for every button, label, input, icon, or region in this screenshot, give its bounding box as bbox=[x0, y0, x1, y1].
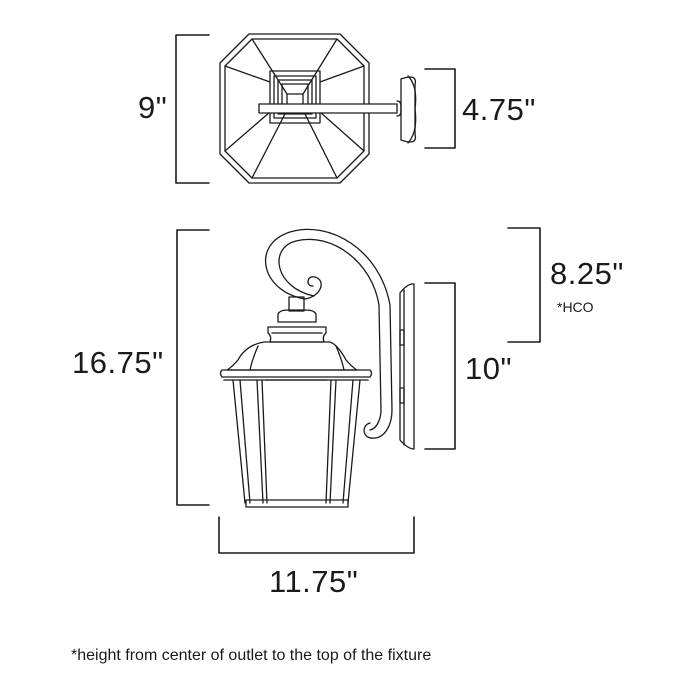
backplate-width-bracket bbox=[424, 68, 456, 149]
width-dimension-label: 11.75" bbox=[269, 564, 359, 599]
lantern-body bbox=[232, 379, 361, 504]
top-view-octagon bbox=[219, 33, 370, 184]
lantern-base bbox=[245, 499, 349, 508]
depth-bracket bbox=[175, 34, 210, 184]
side-view-backplate bbox=[399, 283, 415, 450]
top-view-backplate bbox=[400, 76, 417, 143]
width-bracket bbox=[218, 516, 415, 554]
height-dimension-label: 16.75" bbox=[72, 345, 164, 380]
height-bracket bbox=[176, 229, 210, 506]
footnote: *height from center of outlet to the top… bbox=[71, 647, 432, 664]
lantern-finial bbox=[288, 296, 305, 312]
backplate-height-bracket bbox=[424, 282, 456, 450]
hco-bracket bbox=[507, 227, 541, 343]
top-view-arm bbox=[258, 103, 398, 114]
backplate-width-dimension-label: 4.75" bbox=[462, 92, 536, 127]
hco-dimension-label: 8.25" bbox=[550, 256, 624, 291]
scroll-arm bbox=[264, 228, 393, 439]
top-view-drawing bbox=[175, 33, 456, 184]
hco-note-label: *HCO bbox=[557, 299, 594, 315]
depth-dimension-label: 9" bbox=[138, 90, 168, 125]
backplate-height-dimension-label: 10" bbox=[465, 351, 512, 386]
lantern-roof bbox=[226, 341, 358, 371]
side-view-drawing bbox=[176, 227, 541, 554]
